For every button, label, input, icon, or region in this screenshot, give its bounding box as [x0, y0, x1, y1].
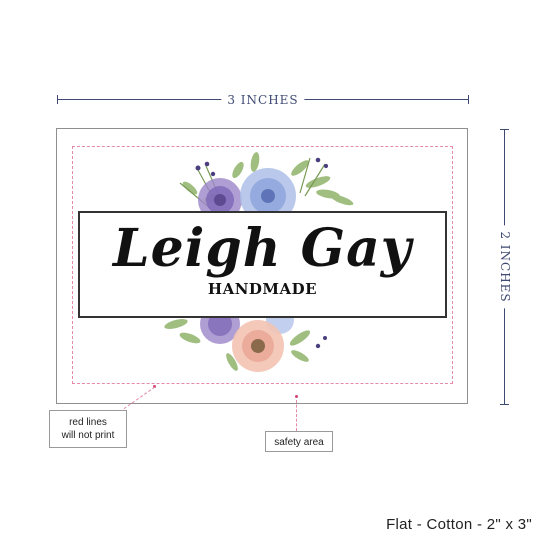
height-dimension-tick-bottom — [500, 404, 509, 405]
safety-area-pointer-dot — [295, 395, 298, 398]
safety-area-pointer — [296, 400, 297, 431]
width-dimension-label: 3 INCHES — [221, 92, 305, 108]
safety-area-note: safety area — [265, 431, 333, 452]
product-caption: Flat - Cotton - 2" x 3" — [386, 516, 532, 533]
red-lines-pointer-dot — [153, 385, 156, 388]
safety-area-outline — [72, 146, 453, 384]
height-dimension: 2 INCHES — [497, 129, 513, 405]
width-dimension-tick-left — [57, 95, 58, 104]
red-lines-pointer — [121, 386, 156, 411]
width-dimension: 3 INCHES — [57, 92, 469, 108]
height-dimension-label: 2 INCHES — [497, 225, 513, 309]
red-lines-note: red lines will not print — [49, 410, 127, 448]
red-lines-note-line2: will not print — [61, 430, 115, 441]
brand-tagline: HANDMADE — [207, 280, 318, 298]
red-lines-note-line1: red lines — [69, 417, 107, 428]
height-dimension-tick-top — [500, 129, 509, 130]
brand-name: Leigh Gay — [113, 218, 412, 279]
width-dimension-tick-right — [468, 95, 469, 104]
brand-panel: Leigh Gay HANDMADE — [78, 211, 447, 318]
safety-area-note-text: safety area — [274, 437, 324, 448]
